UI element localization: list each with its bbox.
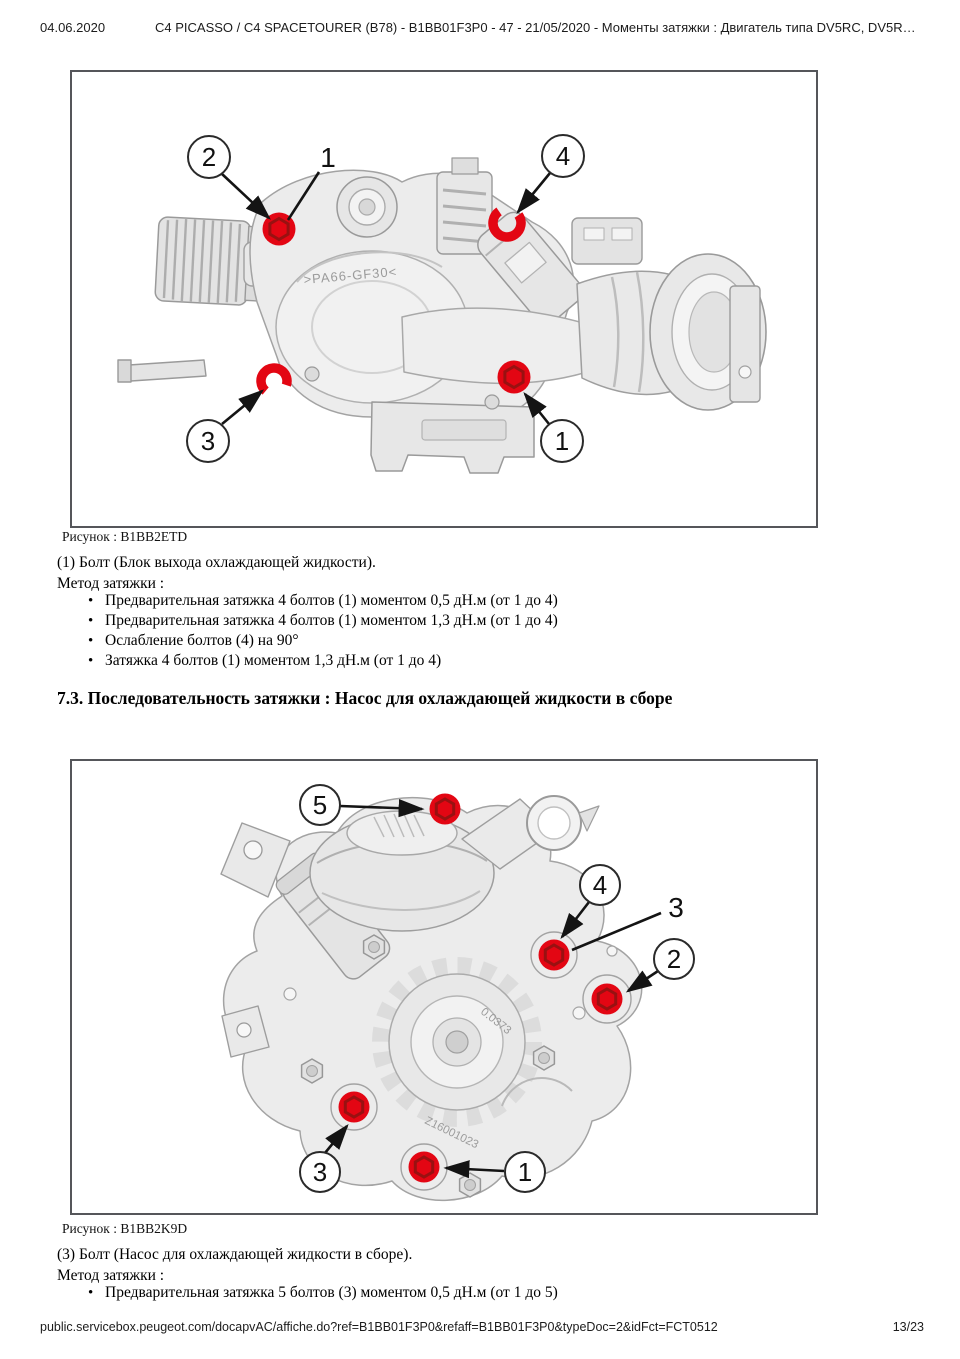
callout-circle-3 xyxy=(299,1151,341,1193)
callout-circle-1 xyxy=(540,419,584,463)
section2-part-line: (3) Болт (Насос для охлаждающей жидкости… xyxy=(57,1246,413,1263)
bullet-item: Ослабление болтов (4) на 90° xyxy=(88,631,558,651)
callout-4-number: 4 xyxy=(593,870,607,900)
section1-part-line: (1) Болт (Блок выхода охлаждающей жидкос… xyxy=(57,554,376,571)
callout-2-number: 2 xyxy=(667,944,681,974)
callout-circle-2 xyxy=(653,938,695,980)
callout-circle-3 xyxy=(186,419,230,463)
callout-circle-5 xyxy=(299,784,341,826)
red-bolt-5 xyxy=(428,792,462,826)
red-bolt-4 xyxy=(537,938,571,972)
red-bolt-3 xyxy=(337,1090,371,1124)
figure1-caption: Рисунок : B1BB2ETD xyxy=(62,529,188,544)
section1-bullet-list: Предварительная затяжка 4 болтов (1) мом… xyxy=(88,591,558,671)
callout-1-label: 1 xyxy=(320,142,336,173)
figure1-diagram: >PA66-GF30< 2 1 4 1 xyxy=(117,134,767,474)
bullet-item: Предварительная затяжка 4 болтов (1) мом… xyxy=(88,591,558,611)
red-bolt-2 xyxy=(590,982,624,1016)
bullet-item: Предварительная затяжка 5 болтов (3) мом… xyxy=(88,1283,558,1303)
red-ring-4 xyxy=(488,204,526,242)
callout-3-number: 3 xyxy=(201,426,215,456)
callout-5-number: 5 xyxy=(313,790,327,820)
figure2-caption: Рисунок : B1BB2K9D xyxy=(62,1221,188,1236)
header-date: 04.06.2020 xyxy=(40,20,106,35)
callout-circle-1 xyxy=(504,1151,546,1193)
bullet-item: Затяжка 4 болтов (1) моментом 1,3 дН.м (… xyxy=(88,651,558,671)
header-title: C4 PICASSO / C4 SPACETOURER (B78) - B1BB… xyxy=(155,20,916,35)
figure2-diagram: 0.0373 Z16001023 5 4 3 xyxy=(220,784,695,1201)
bullet-text: Затяжка 4 болтов (1) моментом 1,3 дН.м (… xyxy=(105,652,442,669)
callout-1-number: 1 xyxy=(555,426,569,456)
bullet-text: Предварительная затяжка 4 болтов (1) мом… xyxy=(105,612,558,629)
section2-text: (3) Болт (Насос для охлаждающей жидкости… xyxy=(57,1244,412,1286)
figure1-frame: >PA66-GF30< 2 1 4 1 xyxy=(70,70,818,528)
red-bolt-markers xyxy=(256,204,532,399)
coolant-pump-drawing: 0.0373 Z16001023 xyxy=(220,795,643,1201)
section1-text: (1) Болт (Блок выхода охлаждающей жидкос… xyxy=(57,552,376,594)
footer-page-number: 13/23 xyxy=(892,1320,924,1334)
section-7-3-heading: 7.3. Последовательность затяжки : Насос … xyxy=(57,688,673,708)
red-bolt-1-bottom xyxy=(496,359,532,395)
callout-3-label: 3 xyxy=(668,892,684,923)
figure2-frame: 0.0373 Z16001023 5 4 3 xyxy=(70,759,818,1215)
figure2-callouts: 5 4 3 2 3 1 xyxy=(299,784,695,1193)
callout-circle-4 xyxy=(579,864,621,906)
red-bolt-1 xyxy=(407,1150,441,1184)
figure1-callouts: 2 1 4 1 3 xyxy=(186,134,585,463)
bullet-text: Ослабление болтов (4) на 90° xyxy=(105,632,299,649)
bullet-item: Предварительная затяжка 4 болтов (1) мом… xyxy=(88,611,558,631)
footer-url: public.servicebox.peugeot.com/docapvAC/a… xyxy=(40,1320,718,1334)
section1-method-label: Метод затяжки : xyxy=(57,575,165,592)
red-ring-3 xyxy=(256,363,292,399)
callout-2-number: 2 xyxy=(202,142,216,172)
callout-circle-2 xyxy=(187,135,231,179)
callout-3-number: 3 xyxy=(313,1157,327,1187)
callout-1-number: 1 xyxy=(518,1157,532,1187)
bullet-text: Предварительная затяжка 4 болтов (1) мом… xyxy=(105,592,558,609)
callout-4-number: 4 xyxy=(556,141,570,171)
callout-circle-4 xyxy=(541,134,585,178)
section2-method-label: Метод затяжки : xyxy=(57,1267,165,1284)
bullet-text: Предварительная затяжка 5 болтов (3) мом… xyxy=(105,1284,558,1301)
section2-bullet-list: Предварительная затяжка 5 болтов (3) мом… xyxy=(88,1283,558,1303)
